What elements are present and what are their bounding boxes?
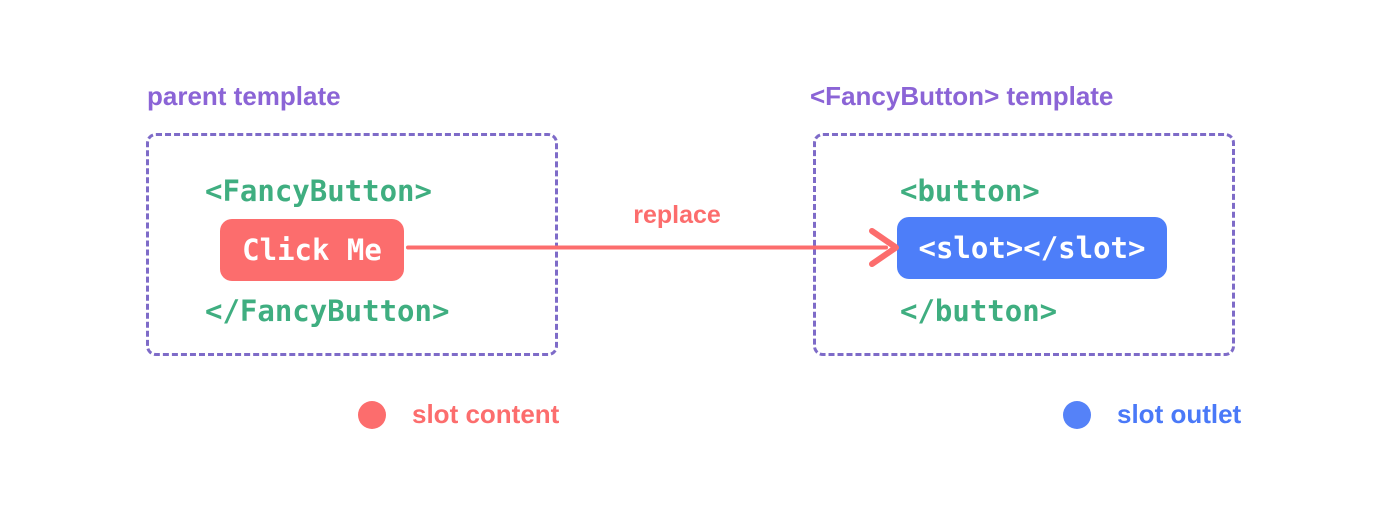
replace-label: replace: [633, 201, 721, 229]
fancybutton-template-box: <button> <slot></slot> </button>: [813, 133, 1235, 356]
parent-template-box: <FancyButton> Click Me </FancyButton>: [146, 133, 558, 356]
legend-slot-outlet: slot outlet: [1063, 399, 1241, 430]
legend-slot-content: slot content: [358, 399, 559, 430]
slot-outlet-label: <slot></slot>: [918, 231, 1146, 265]
slot-outlet-label-legend: slot outlet: [1117, 399, 1242, 429]
click-me-button: Click Me: [220, 219, 404, 281]
slot-content-dot-icon: [358, 400, 386, 429]
button-open-tag: <button>: [900, 174, 1040, 208]
slot-outlet-dot-icon: [1063, 400, 1091, 429]
button-close-tag: </button>: [900, 294, 1058, 328]
slot-outlet-box: <slot></slot>: [897, 217, 1167, 279]
fancybutton-close-tag: </FancyButton>: [205, 294, 450, 328]
fancybutton-open-tag: <FancyButton>: [205, 174, 432, 208]
parent-template-title: parent template: [147, 81, 341, 111]
slot-content-label: slot content: [412, 399, 560, 429]
click-me-label: Click Me: [242, 233, 382, 267]
fancybutton-template-title: <FancyButton> template: [810, 81, 1114, 111]
